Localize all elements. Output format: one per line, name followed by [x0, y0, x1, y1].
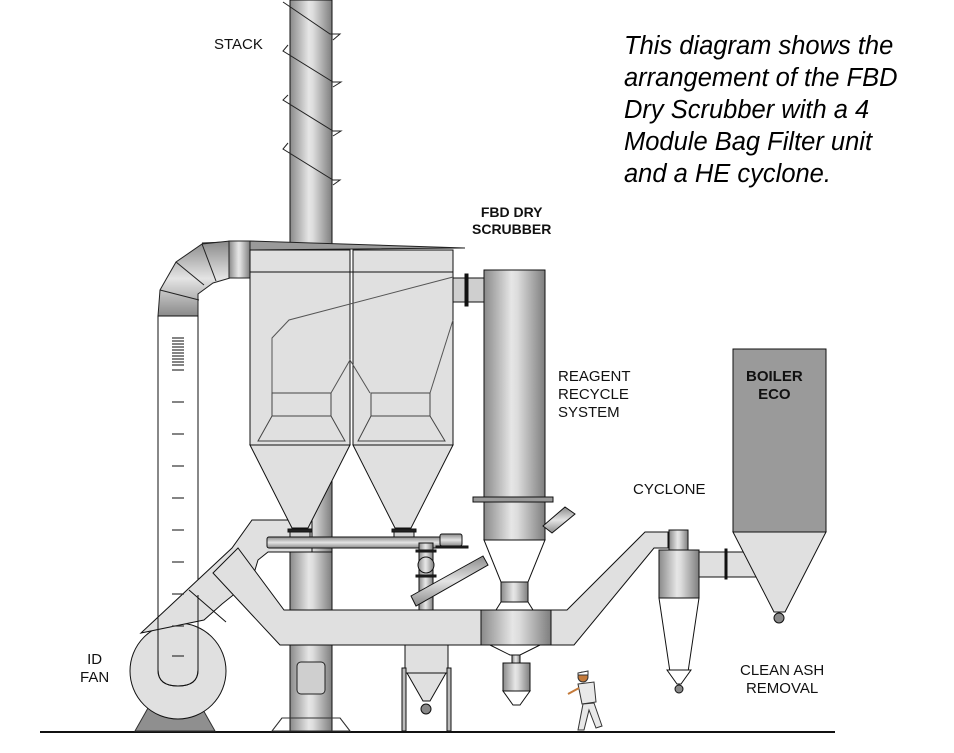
worker-figure: [567, 670, 603, 731]
bag-filter-hopper-right: [352, 444, 454, 529]
fbd-dry-scrubber-label-line: FBD DRY: [480, 204, 543, 220]
caption-line: This diagram shows the: [624, 32, 894, 60]
fbd-dry-scrubber: [472, 269, 576, 706]
boiler-eco-label-line: ECO: [758, 386, 791, 403]
boiler-eco-label-line: BOILER: [746, 368, 803, 385]
reagent-recycle-label-line: RECYCLE: [558, 386, 629, 403]
ash-hopper-rotary-valve: [420, 703, 432, 715]
fbd-dry-scrubber-label-line: SCRUBBER: [472, 221, 552, 237]
cyclone-rotary-valve: [674, 684, 684, 694]
id-fan-label-line: FAN: [80, 669, 110, 686]
boiler-economizer: [732, 348, 827, 624]
bag-filter-module-right: [352, 249, 454, 446]
bag-filter-unit: [249, 249, 454, 544]
main-horizontal-duct: [212, 547, 482, 733]
scrubber-to-cyclone-duct: [550, 531, 669, 646]
elbow-duct: [157, 240, 251, 317]
diagram-caption: This diagram shows the arrangement of th…: [624, 30, 944, 190]
stack-break-marks: [282, 1, 343, 186]
boiler-rotary-valve: [773, 612, 785, 624]
reagent-recycle-label-line: SYSTEM: [558, 404, 620, 421]
clean-ash-removal-label-line: REMOVAL: [745, 680, 819, 697]
boiler-eco-label: BOILER ECO: [746, 368, 803, 404]
cyclone-label: CYCLONE: [633, 481, 706, 498]
column-tick-marks: [172, 337, 184, 563]
stack-label: STACK: [214, 36, 263, 53]
bag-filter-hopper-left: [249, 444, 351, 529]
caption-line: and a HE cyclone.: [624, 160, 831, 188]
reagent-recycle-label-line: REAGENT: [558, 368, 631, 385]
he-cyclone: [658, 529, 700, 694]
fbd-dry-scrubber-label: FBD DRY SCRUBBER: [472, 204, 551, 238]
caption-line: arrangement of the FBD: [624, 64, 898, 92]
boiler-to-cyclone-duct: [698, 548, 761, 580]
reagent-recycle-system: [410, 542, 489, 611]
id-fan-label: ID FAN: [80, 651, 109, 687]
clean-ash-removal-label: CLEAN ASH REMOVAL: [740, 662, 824, 698]
caption-line: Module Bag Filter unit: [624, 128, 873, 156]
id-fan-label-line: ID: [87, 651, 103, 668]
screw-conveyor: [266, 533, 469, 549]
bag-filter-module-left: [249, 249, 351, 446]
ash-hopper: [401, 644, 452, 732]
clean-ash-removal-label-line: CLEAN ASH: [740, 662, 825, 679]
reagent-recycle-system-label: REAGENT RECYCLE SYSTEM: [558, 368, 631, 422]
caption-line: Dry Scrubber with a 4: [624, 96, 870, 124]
